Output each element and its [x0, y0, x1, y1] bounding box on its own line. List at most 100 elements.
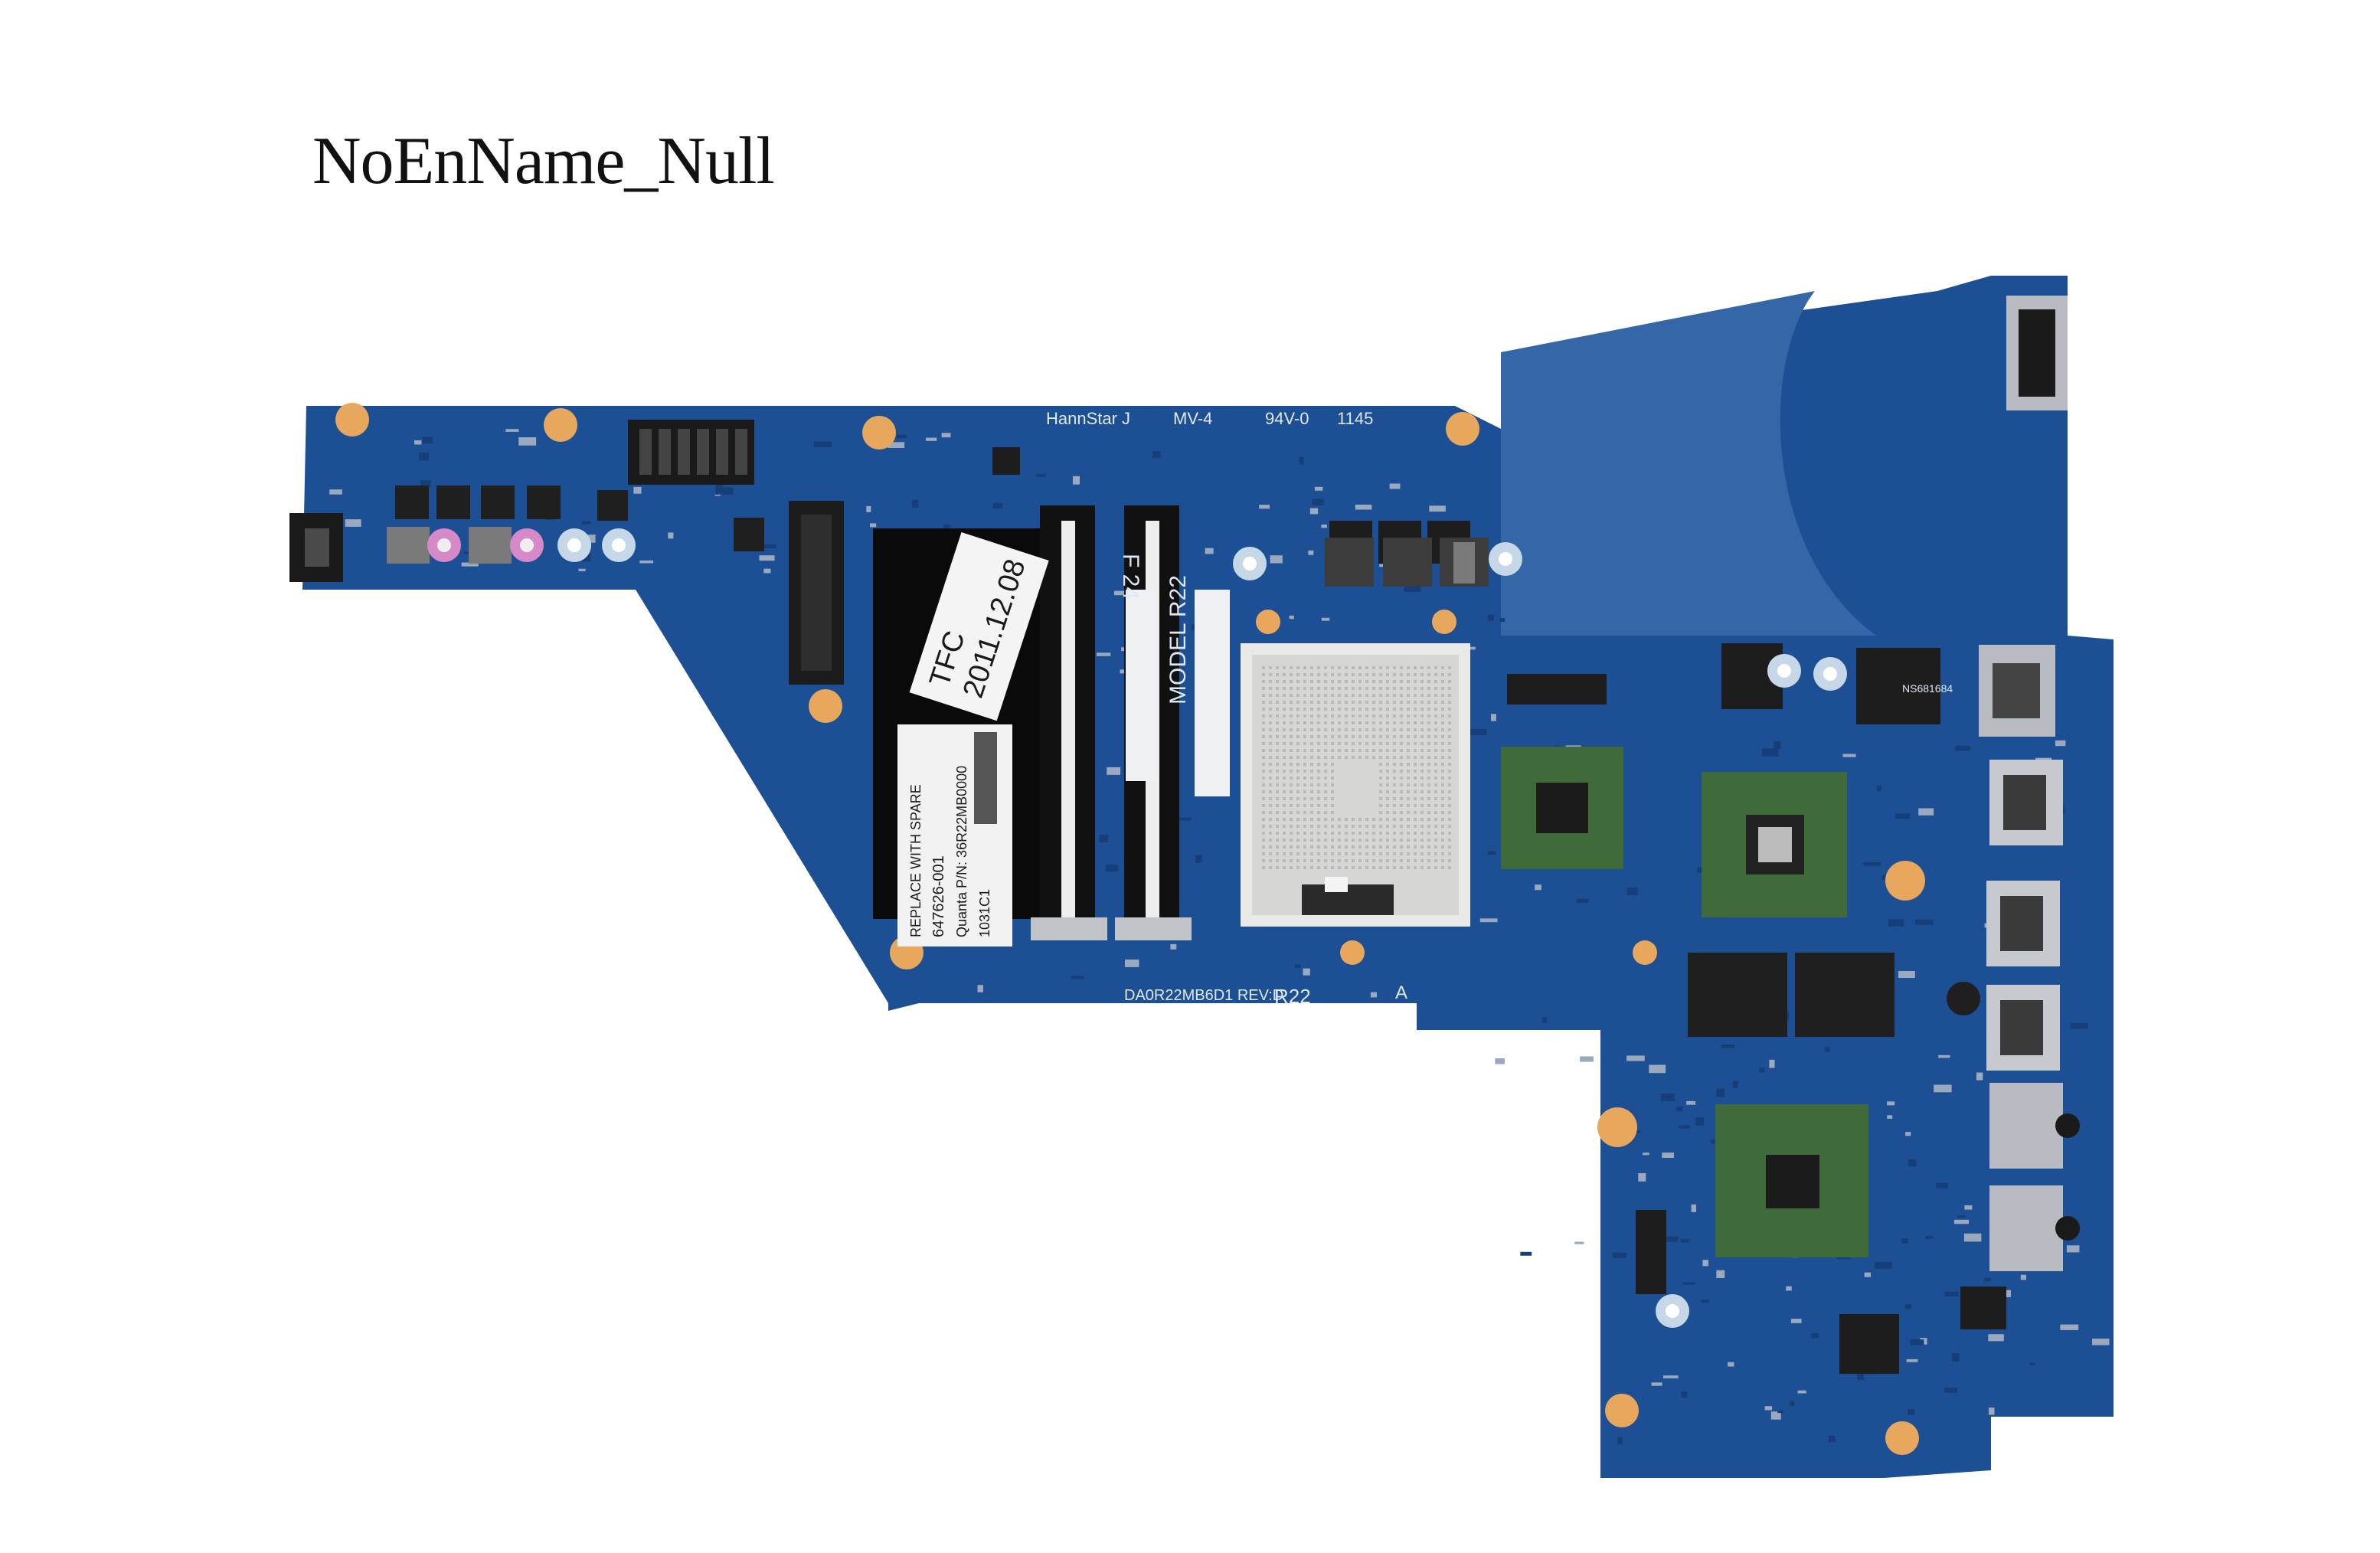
socket-pin — [1317, 852, 1320, 855]
socket-pin — [1303, 818, 1306, 821]
smd-component — [1495, 1058, 1505, 1064]
socket-pin — [1379, 866, 1382, 869]
smd-component — [1681, 1391, 1688, 1398]
socket-pin — [1352, 818, 1355, 821]
power-components-left — [387, 486, 764, 564]
smd-component — [759, 555, 775, 561]
socket-pin — [1393, 680, 1396, 683]
socket-pin — [1331, 763, 1334, 766]
socket-pin — [1310, 783, 1313, 786]
smd-component — [1565, 745, 1581, 748]
socket-pin — [1310, 776, 1313, 780]
socket-pin — [1290, 839, 1293, 842]
socket-pin — [1358, 680, 1362, 683]
socket-pin — [1352, 832, 1355, 835]
socket-pin — [1400, 825, 1403, 828]
smd-component — [1664, 1236, 1679, 1242]
socket-pin — [1283, 770, 1286, 773]
socket-pin — [1407, 687, 1410, 690]
socket-pin — [1324, 742, 1327, 745]
smd-component — [1715, 1088, 1725, 1097]
smd-component — [1680, 1238, 1689, 1243]
smd-component — [420, 480, 431, 487]
socket-pin — [1372, 714, 1375, 718]
smd-component — [888, 442, 905, 448]
smd-component — [1321, 617, 1330, 621]
socket-pin — [1352, 708, 1355, 711]
socket-pin — [1372, 680, 1375, 683]
socket-pin — [1303, 797, 1306, 800]
slot-mark: F 24 — [1118, 554, 1143, 600]
socket-pin — [1414, 701, 1417, 704]
socket-pin — [1296, 708, 1300, 711]
smd-component — [1312, 499, 1324, 506]
smd-component — [1901, 1238, 1908, 1244]
smd-component — [1963, 1233, 1982, 1242]
socket-pin — [1262, 749, 1265, 752]
socket-pin — [1331, 714, 1334, 718]
socket-pin — [1379, 790, 1382, 793]
socket-pin — [1427, 763, 1430, 766]
socket-pin — [1290, 818, 1293, 821]
socket-pin — [1441, 721, 1444, 724]
socket-pin — [1290, 832, 1293, 835]
socket-pin — [1379, 839, 1382, 842]
socket-pin — [1358, 839, 1362, 842]
socket-pin — [1427, 776, 1430, 780]
socket-pin — [1400, 763, 1403, 766]
socket-pin — [1379, 749, 1382, 752]
smd-component — [866, 505, 871, 512]
socket-pin — [1338, 756, 1341, 759]
socket-pin — [1407, 859, 1410, 862]
northbridge-chip — [1501, 747, 1623, 869]
socket-pin — [1393, 749, 1396, 752]
socket-pin — [1427, 721, 1430, 724]
socket-pin — [1372, 708, 1375, 711]
silk-maker: HannStar J — [1046, 409, 1130, 428]
socket-pin — [1296, 818, 1300, 821]
socket-pin — [1296, 770, 1300, 773]
socket-pin — [1262, 797, 1265, 800]
smd-component — [1542, 1017, 1548, 1023]
socket-pin — [1331, 832, 1334, 835]
socket-pin — [1434, 825, 1437, 828]
socket-pin — [1448, 694, 1451, 697]
smd-component — [1701, 1300, 1709, 1303]
socket-pin — [1317, 673, 1320, 676]
socket-pin — [1379, 708, 1382, 711]
socket-pin — [1358, 832, 1362, 835]
smd-component — [1716, 1270, 1725, 1278]
socket-pin — [1400, 783, 1403, 786]
socket-pin — [1420, 694, 1424, 697]
socket-pin — [1338, 749, 1341, 752]
socket-pin — [1317, 859, 1320, 862]
socket-pin — [1427, 825, 1430, 828]
smd-component — [1774, 741, 1781, 749]
socket-pin — [1269, 701, 1272, 704]
socket-pin — [1414, 708, 1417, 711]
socket-pin — [1358, 708, 1362, 711]
socket-pin — [1338, 818, 1341, 821]
socket-pin — [1372, 673, 1375, 676]
socket-pin — [1427, 866, 1430, 869]
socket-pin — [1386, 852, 1389, 855]
socket-pin — [1358, 818, 1362, 821]
socket-pin — [1393, 866, 1396, 869]
socket-pin — [1276, 859, 1279, 862]
smd-component — [715, 482, 723, 491]
socket-pin — [1420, 804, 1424, 807]
socket-pin — [1290, 749, 1293, 752]
socket-pin — [1434, 797, 1437, 800]
socket-pin — [1420, 687, 1424, 690]
mounting-holes — [335, 403, 1925, 1455]
socket-pin — [1400, 735, 1403, 738]
socket-pin — [1317, 763, 1320, 766]
southbridge-chip — [1715, 1104, 1868, 1257]
socket-pin — [1441, 776, 1444, 780]
socket-pin — [1296, 673, 1300, 676]
socket-pin — [1276, 749, 1279, 752]
socket-pin — [1386, 714, 1389, 718]
date-sticker: TFC 2011.12.08 — [909, 531, 1049, 721]
inductors-right — [1325, 538, 1489, 587]
socket-pin — [1427, 852, 1430, 855]
